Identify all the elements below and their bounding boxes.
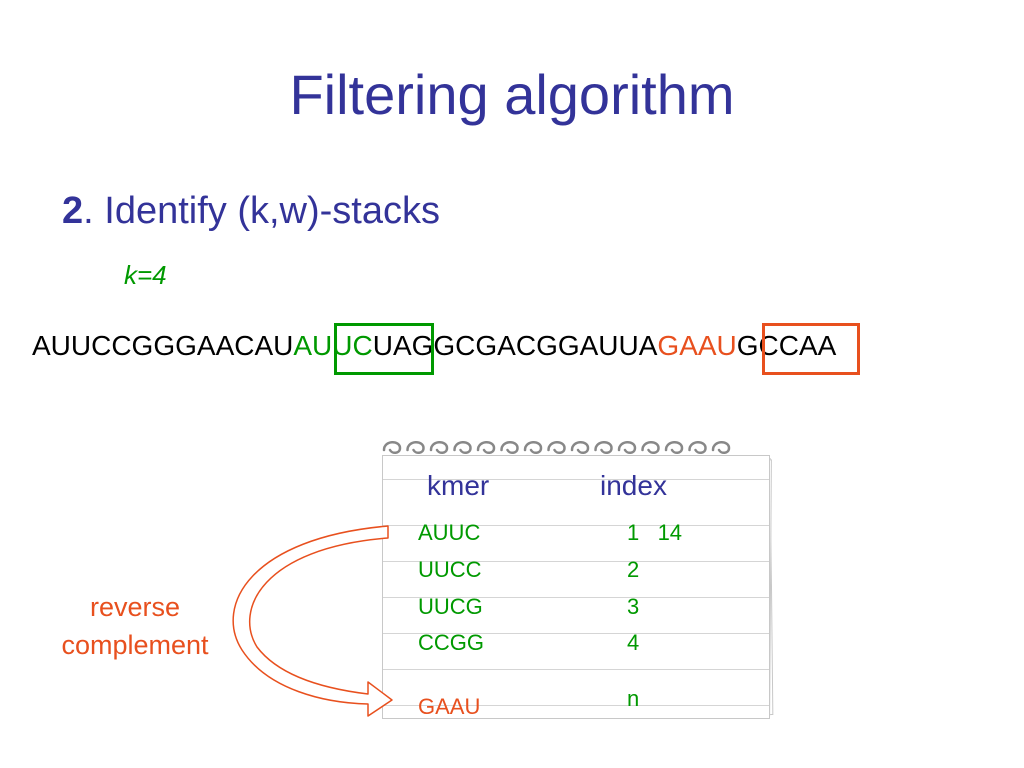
table-header-kmer: kmer	[427, 470, 490, 501]
spiral-ring	[523, 441, 543, 454]
spiral-ring	[711, 441, 731, 454]
slide-title: Filtering algorithm	[289, 63, 735, 126]
table-cell-kmer: UUCC	[418, 557, 482, 582]
table-cell-index: 4	[627, 630, 640, 655]
table-cell-kmer: AUUC	[418, 520, 481, 545]
table-cell-index: 3	[627, 594, 640, 619]
sequence-part-3: GCCAA	[736, 330, 837, 361]
spiral-ring	[641, 441, 660, 454]
label-line-2: complement	[61, 630, 209, 660]
table-cell-kmer-gaau: GAAU	[418, 694, 481, 719]
reverse-complement-label: reverse complement	[40, 588, 230, 664]
spiral-ring	[617, 441, 637, 454]
table-cell-index: 1 14	[627, 520, 683, 545]
spiral-ring	[547, 441, 566, 454]
spiral-ring	[570, 441, 590, 454]
spiral-ring	[429, 441, 449, 454]
table-cell-kmer: CCGG	[418, 630, 484, 655]
sequence-highlight-red: GAAU	[657, 330, 737, 361]
table-header-index: index	[600, 470, 667, 501]
spiral-ring	[406, 441, 425, 454]
table-cell-index: n	[627, 686, 640, 711]
spiral-ring	[476, 441, 496, 454]
step-number: 2	[62, 190, 84, 232]
step-heading: 2. Identify (k,w)-stacks	[62, 190, 440, 233]
spiral-notepad-icon	[382, 455, 770, 719]
table-cell-index: 2	[627, 557, 640, 582]
sequence-highlight-green: AUUC	[293, 330, 373, 361]
k-parameter: k=4	[124, 260, 167, 290]
spiral-ring	[594, 441, 613, 454]
sequence-part-1: AUUCCGGGAACAU	[32, 330, 294, 361]
spiral-ring	[453, 441, 472, 454]
rna-sequence: AUUCCGGGAACAUAUUCUAGGCGACGGAUUAGAAUGCCAA	[32, 330, 836, 362]
kmer-highlight-box-green	[334, 323, 434, 375]
spiral-ring	[382, 441, 402, 454]
arrow-outline	[232, 525, 393, 717]
spiral-ring	[664, 441, 684, 454]
notepad-spiral-rings	[382, 441, 731, 454]
spiral-ring	[688, 441, 707, 454]
step-text: . Identify (k,w)-stacks	[83, 190, 440, 232]
kmer-highlight-box-red	[762, 323, 860, 375]
spiral-ring	[500, 441, 519, 454]
table-cell-kmer: UUCG	[418, 594, 483, 619]
label-line-1: reverse	[89, 592, 181, 622]
sequence-part-2: UAGGCGACGGAUUA	[372, 330, 658, 361]
